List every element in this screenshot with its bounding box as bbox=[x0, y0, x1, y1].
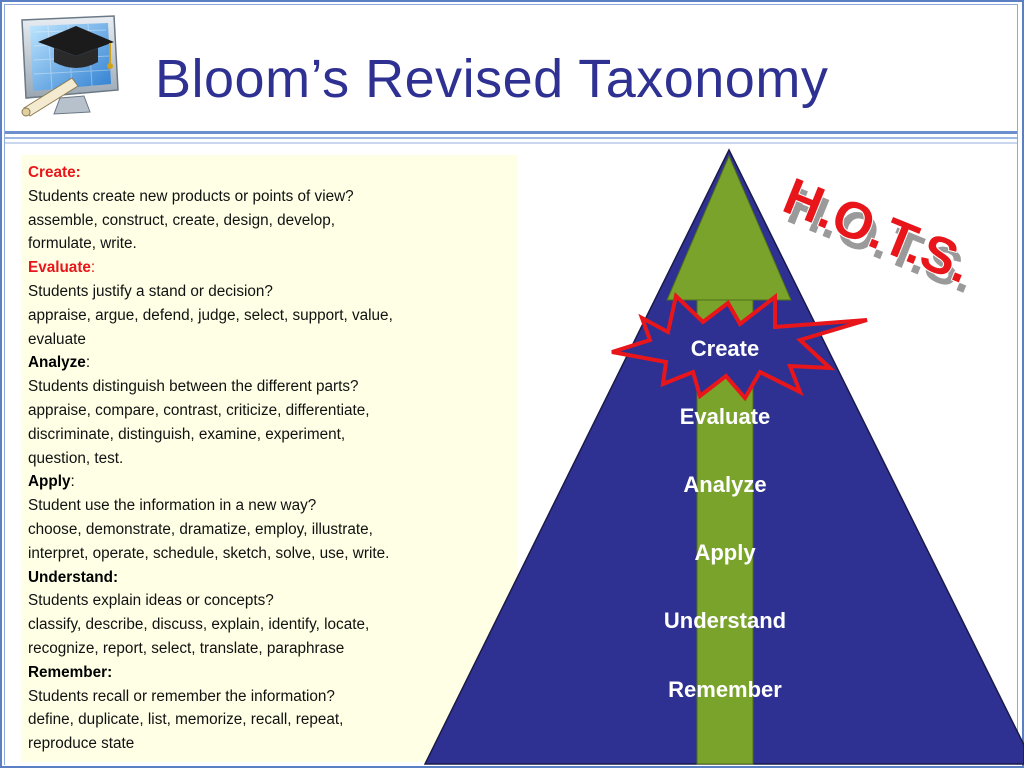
level-analyze: Analyze bbox=[683, 472, 767, 497]
level-remember: Remember bbox=[668, 677, 782, 702]
text-line: choose, demonstrate, dramatize, employ, … bbox=[28, 520, 373, 538]
text-line: appraise, argue, defend, judge, select, … bbox=[28, 306, 393, 324]
text-line: define, duplicate, list, memorize, recal… bbox=[28, 711, 344, 729]
text-line: recognize, report, select, translate, pa… bbox=[28, 639, 345, 657]
title-divider bbox=[5, 131, 1017, 134]
text-line: discriminate, distinguish, examine, expe… bbox=[28, 425, 346, 443]
hots-text: H.O.T.S. bbox=[776, 167, 980, 294]
text-line: interpret, operate, schedule, sketch, so… bbox=[28, 544, 390, 562]
heading-analyze: Analyze bbox=[28, 354, 86, 372]
taxonomy-descriptions: Create: Students create new products or … bbox=[28, 161, 514, 756]
title-divider-2 bbox=[5, 137, 1017, 139]
text-line: assemble, construct, create, design, dev… bbox=[28, 211, 335, 229]
text-line: Student use the information in a new way… bbox=[28, 497, 317, 515]
text-line: classify, describe, discuss, explain, id… bbox=[28, 616, 370, 634]
text-line: appraise, compare, contrast, criticize, … bbox=[28, 401, 370, 419]
description-panel bbox=[21, 155, 518, 762]
heading-evaluate: Evaluate bbox=[28, 259, 91, 277]
hots-label: H.O.T.S. H.O.T.S. bbox=[775, 166, 984, 305]
slide-title: Bloom’s Revised Taxonomy bbox=[155, 49, 829, 109]
text-line: Students create new products or points o… bbox=[28, 187, 354, 205]
text-line: Students distinguish between the differe… bbox=[28, 378, 359, 396]
level-evaluate: Evaluate bbox=[679, 404, 771, 429]
heading-remember: Remember: bbox=[28, 663, 113, 681]
arrow-head bbox=[666, 154, 792, 301]
text-line: Students recall or remember the informat… bbox=[28, 687, 335, 705]
text-line: evaluate bbox=[28, 330, 86, 348]
slide-inner-border bbox=[4, 4, 1018, 765]
level-apply: Apply bbox=[694, 540, 756, 565]
monitor-graduation-cap-icon bbox=[21, 15, 119, 117]
heading-apply: Apply bbox=[28, 473, 71, 491]
level-understand: Understand bbox=[663, 608, 787, 633]
text-line: formulate, write. bbox=[28, 235, 137, 253]
level-create: Create bbox=[690, 336, 760, 361]
heading-create: Create: bbox=[28, 164, 81, 181]
heading-understand: Understand: bbox=[28, 568, 119, 586]
text-line: reproduce state bbox=[28, 735, 135, 753]
title-divider-3 bbox=[5, 142, 1017, 144]
text-line: Students explain ideas or concepts? bbox=[28, 592, 274, 610]
text-line: question, test. bbox=[28, 449, 124, 467]
create-starburst bbox=[611, 292, 868, 402]
text-line: Students justify a stand or decision? bbox=[28, 282, 273, 300]
